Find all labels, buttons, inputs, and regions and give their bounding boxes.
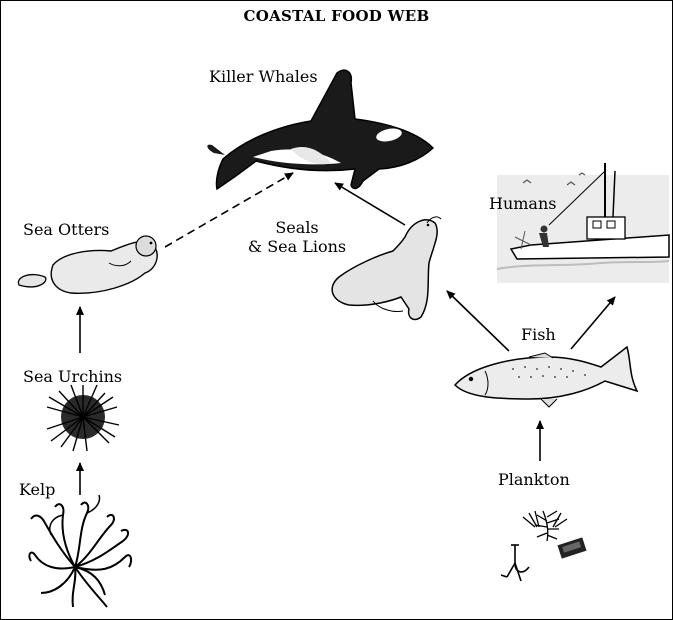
sea-urchin-illustration bbox=[47, 385, 119, 451]
plankton-illustration bbox=[501, 511, 587, 581]
label-killer-whales: Killer Whales bbox=[209, 67, 318, 86]
arrow-fish-to-seals bbox=[447, 291, 509, 351]
label-sea-otters: Sea Otters bbox=[23, 220, 109, 239]
label-fish: Fish bbox=[521, 325, 556, 344]
label-humans: Humans bbox=[489, 194, 556, 213]
label-sea-urchins: Sea Urchins bbox=[23, 367, 122, 386]
label-seals-sea-lions: Seals & Sea Lions bbox=[237, 218, 357, 256]
sea-otter-illustration bbox=[18, 236, 157, 293]
fishing-boat-illustration bbox=[497, 163, 669, 283]
kelp-illustration bbox=[29, 495, 131, 607]
fish-illustration bbox=[455, 347, 637, 407]
label-kelp: Kelp bbox=[19, 480, 55, 499]
label-seals-line2: & Sea Lions bbox=[237, 237, 357, 256]
label-plankton: Plankton bbox=[498, 470, 570, 489]
label-seals-line1: Seals bbox=[237, 218, 357, 237]
killer-whale-illustration bbox=[207, 70, 433, 189]
arrow-fish-to-humans bbox=[571, 297, 615, 349]
